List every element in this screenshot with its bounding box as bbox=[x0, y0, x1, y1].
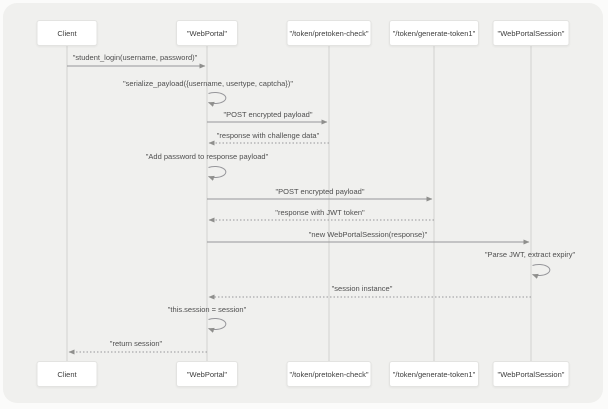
participant-box-client-bottom: Client bbox=[36, 361, 98, 387]
participant-box-client-top: Client bbox=[36, 20, 98, 46]
message-9-label: "Parse JWT, extract expiry" bbox=[484, 250, 576, 259]
message-12-label: "return session" bbox=[109, 339, 163, 348]
message-4-label: "response with challenge data" bbox=[216, 130, 320, 140]
diagram-canvas bbox=[3, 3, 603, 403]
message-11-self-loop bbox=[208, 318, 227, 333]
participant-box-generate-bottom: "/token/generate-token1" bbox=[389, 361, 479, 387]
participant-box-webportal-bottom: "WebPortal" bbox=[176, 361, 238, 387]
participant-box-pretoken-top: "/token/pretoken-check" bbox=[286, 20, 372, 46]
message-arrows bbox=[67, 63, 551, 355]
message-6-label: "POST encrypted payload" bbox=[275, 186, 365, 196]
message-2-self-loop bbox=[208, 92, 227, 107]
message-1-label: "student_login(username, password)" bbox=[72, 52, 198, 62]
participant-box-session-top: "WebPortalSession" bbox=[492, 20, 570, 46]
message-9-self-loop bbox=[532, 264, 551, 279]
message-5-self-loop bbox=[208, 166, 227, 181]
message-2-label: "serialize_payload({username, usertype, … bbox=[122, 79, 294, 88]
message-7-label: "response with JWT token" bbox=[275, 207, 365, 217]
message-5-label: "Add password to response payload" bbox=[145, 152, 269, 161]
message-10-label: "session instance" bbox=[331, 284, 393, 293]
participant-box-pretoken-bottom: "/token/pretoken-check" bbox=[286, 361, 372, 387]
participant-box-webportal-top: "WebPortal" bbox=[176, 20, 238, 46]
message-3-label: "POST encrypted payload" bbox=[223, 109, 313, 119]
lifelines bbox=[66, 46, 532, 361]
message-8-label: "new WebPortalSession(response)" bbox=[308, 229, 428, 239]
participant-box-generate-top: "/token/generate-token1" bbox=[389, 20, 479, 46]
participant-box-session-bottom: "WebPortalSession" bbox=[492, 361, 570, 387]
message-11-label: "this.session = session" bbox=[167, 305, 247, 314]
